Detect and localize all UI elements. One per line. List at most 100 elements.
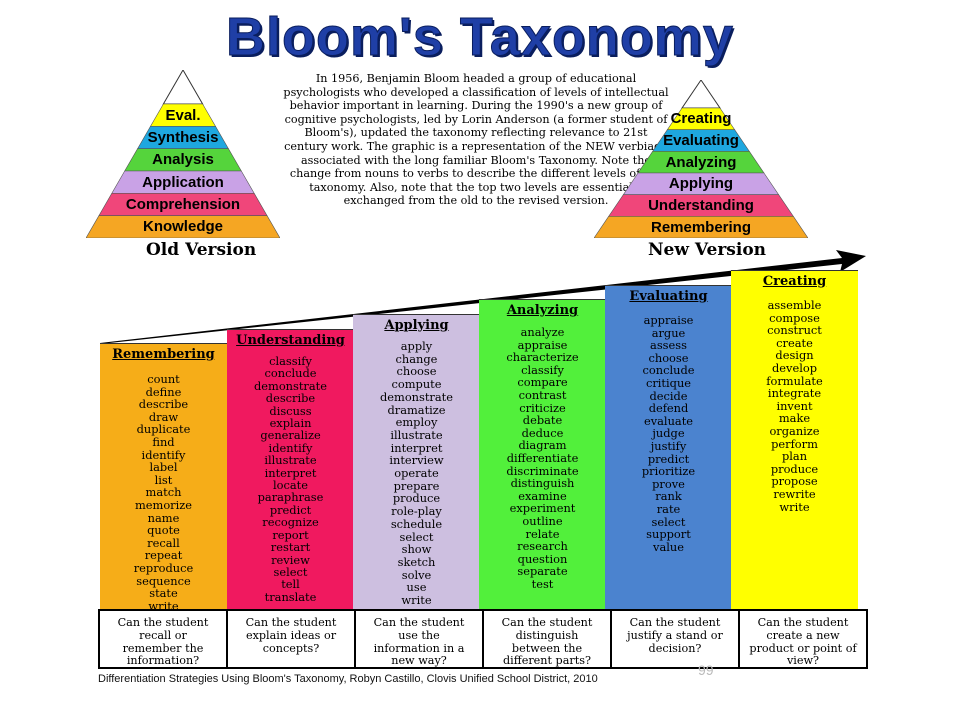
verb-item: prioritize <box>641 464 696 479</box>
verb-item: write <box>401 593 432 608</box>
verb-item: produce <box>392 491 441 506</box>
verb-item: select <box>399 529 434 544</box>
verb-item: show <box>401 542 432 557</box>
verb-item: demonstrate <box>253 378 327 393</box>
column-heading: Analyzing <box>506 303 579 318</box>
verb-item: question <box>517 551 568 566</box>
verb-item: state <box>149 586 178 601</box>
question-cell: Can the student use the information in a… <box>356 611 484 667</box>
verb-item: appraise <box>643 313 694 327</box>
verb-item: employ <box>395 415 438 430</box>
old-level-band <box>86 215 280 238</box>
old-level-label: Synthesis <box>147 128 219 146</box>
verb-item: relate <box>525 526 560 541</box>
verb-item: find <box>152 434 175 449</box>
verb-item: demonstrate <box>379 389 453 404</box>
verb-item: illustrate <box>390 427 443 442</box>
verb-item: differentiate <box>506 450 579 465</box>
verb-item: conclude <box>642 363 695 378</box>
verb-item: select <box>651 514 686 529</box>
verb-item: report <box>272 527 309 542</box>
verb-item: contrast <box>518 387 567 402</box>
verb-item: explain <box>269 416 312 431</box>
old-version-caption: Old Version <box>146 240 257 260</box>
verb-item: use <box>406 580 427 595</box>
verb-item: propose <box>771 474 818 489</box>
verb-item: role-play <box>391 504 442 519</box>
verb-item: describe <box>138 397 189 412</box>
verb-item: sequence <box>136 573 191 588</box>
verb-item: match <box>145 485 182 500</box>
old-pyramid-shape <box>86 70 280 238</box>
old-level-label: Eval. <box>165 106 201 124</box>
verb-item: interview <box>389 453 444 468</box>
old-level-label: Knowledge <box>142 218 223 236</box>
verb-item: judge <box>652 426 685 441</box>
verb-item: distinguish <box>510 476 575 491</box>
verb-item: examine <box>518 488 567 503</box>
verb-item: assemble <box>767 298 822 312</box>
verb-item: reproduce <box>133 560 194 575</box>
verb-item: appraise <box>517 337 568 352</box>
verb-item: value <box>653 539 684 554</box>
verb-item: prepare <box>393 478 440 493</box>
verb-item: discriminate <box>506 463 579 478</box>
verb-item: integrate <box>767 386 822 401</box>
verb-item: name <box>147 510 180 525</box>
old-level-label: Application <box>142 173 224 191</box>
verb-item: recall <box>147 535 180 550</box>
verb-item: dramatize <box>387 402 446 417</box>
verb-item: choose <box>648 350 689 365</box>
verb-item: apply <box>400 339 433 353</box>
verb-item: classify <box>521 362 564 377</box>
verb-item: predict <box>647 451 690 466</box>
column-heading: Evaluating <box>629 289 708 304</box>
question-row: Can the student recall or remember the i… <box>98 609 868 669</box>
new-level-label: Creating <box>670 110 732 128</box>
verb-item: sketch <box>397 554 436 569</box>
question-cell: Can the student explain ideas or concept… <box>228 611 356 667</box>
verb-item: characterize <box>506 350 579 365</box>
verb-item: compute <box>391 377 442 392</box>
verb-item: list <box>154 472 173 487</box>
verb-item: analyze <box>520 325 565 339</box>
verb-item: organize <box>769 423 820 438</box>
verb-item: construct <box>767 323 822 338</box>
verb-item: evaluate <box>643 413 694 428</box>
verb-item: criticize <box>519 400 566 415</box>
verb-item: describe <box>265 391 316 406</box>
verb-item: predict <box>269 502 312 517</box>
verb-item: interpret <box>264 465 317 480</box>
new-level-label: Evaluating <box>663 131 739 149</box>
column-heading: Applying <box>384 318 449 333</box>
question-cell: Can the student justify a stand or decis… <box>612 611 740 667</box>
verb-item: classify <box>269 354 312 368</box>
verb-item: restart <box>270 540 311 555</box>
new-level-band <box>594 216 808 238</box>
verb-item: choose <box>396 364 437 379</box>
verb-item: debate <box>522 413 563 428</box>
verb-item: assess <box>650 338 687 353</box>
verb-item: draw <box>148 409 179 424</box>
question-cell: Can the student recall or remember the i… <box>100 611 228 667</box>
verb-item: diagram <box>518 438 567 453</box>
verb-item: schedule <box>390 516 443 531</box>
verb-item: separate <box>517 564 568 579</box>
verb-item: translate <box>264 589 317 604</box>
new-level-label: Understanding <box>648 196 754 214</box>
verb-item: support <box>646 527 691 542</box>
verb-item: prove <box>652 476 685 491</box>
verb-item: research <box>517 539 568 554</box>
verb-item: tell <box>281 577 300 592</box>
verb-item: invent <box>776 398 813 413</box>
verb-item: count <box>147 372 180 386</box>
verb-item: illustrate <box>264 453 317 468</box>
question-cell: Can the student create a new product or … <box>749 616 857 668</box>
